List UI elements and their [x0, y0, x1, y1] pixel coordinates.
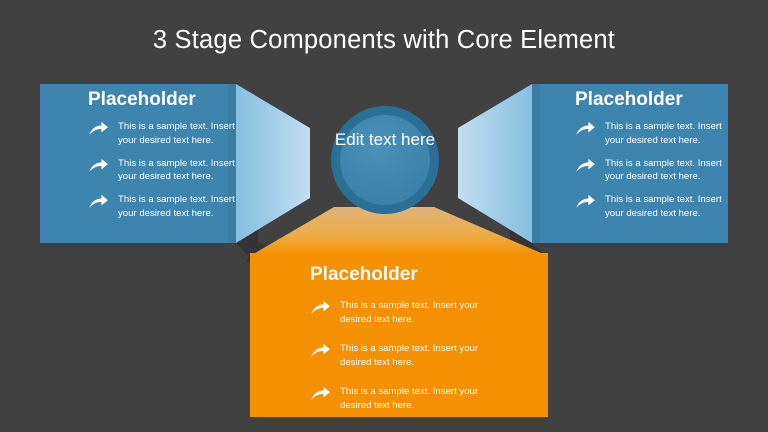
- bottom-panel-bullet-list: This is a sample text. Insert your desir…: [310, 299, 485, 413]
- list-item: This is a sample text. Insert your desir…: [88, 157, 238, 184]
- right-panel-heading: Placeholder: [575, 89, 683, 110]
- page-title: 3 Stage Components with Core Element: [152, 26, 616, 54]
- list-item-text: This is a sample text. Insert your desir…: [340, 343, 479, 368]
- list-item: This is a sample text. Insert your desir…: [88, 120, 238, 147]
- curved-arrow-icon: [310, 300, 331, 317]
- bottom-connector-funnel: [250, 207, 548, 256]
- right-panel-bullet-list: This is a sample text. Insert your desir…: [575, 120, 725, 221]
- list-item-text: This is a sample text. Insert your desir…: [605, 120, 722, 146]
- curved-arrow-icon: [310, 343, 331, 360]
- right-panel-shape[interactable]: [532, 84, 728, 243]
- list-item: This is a sample text. Insert your desir…: [310, 342, 485, 369]
- right-connector-funnel: [458, 84, 532, 243]
- left-panel-heading: Placeholder: [88, 89, 196, 110]
- list-item: This is a sample text. Insert your desir…: [310, 299, 485, 326]
- curved-arrow-icon: [310, 386, 331, 403]
- list-item-text: This is a sample text. Insert your desir…: [340, 386, 479, 411]
- left-panel-bullet-list: This is a sample text. Insert your desir…: [88, 120, 238, 221]
- list-item-text: This is a sample text. Insert your desir…: [605, 157, 722, 183]
- curved-arrow-icon: [88, 194, 109, 211]
- list-item-text: This is a sample text. Insert your desir…: [605, 194, 722, 219]
- left-panel-content: Placeholder This is a sample text. Inser…: [88, 89, 238, 230]
- list-item: This is a sample text. Insert your desir…: [575, 193, 725, 220]
- list-item: This is a sample text. Insert your desir…: [310, 385, 485, 412]
- curved-arrow-icon: [575, 194, 596, 211]
- right-panel-content: Placeholder This is a sample text. Inser…: [575, 89, 725, 230]
- list-item: This is a sample text. Insert your desir…: [575, 157, 725, 184]
- list-item: This is a sample text. Insert your desir…: [88, 193, 238, 220]
- core-circle[interactable]: [331, 106, 439, 214]
- curved-arrow-icon: [575, 158, 596, 175]
- left-panel-shape[interactable]: [40, 84, 236, 243]
- curved-arrow-icon: [88, 158, 109, 175]
- left-connector-funnel: [236, 84, 310, 243]
- bottom-panel-heading: Placeholder: [310, 264, 418, 285]
- list-item-text: This is a sample text. Insert your desir…: [118, 194, 235, 219]
- list-item: This is a sample text. Insert your desir…: [575, 120, 725, 147]
- bottom-panel-shape[interactable]: [250, 253, 548, 417]
- list-item-text: This is a sample text. Insert your desir…: [340, 299, 479, 325]
- curved-arrow-icon: [575, 121, 596, 138]
- core-circle-label: Edit text here: [334, 130, 436, 149]
- bottom-panel-content: Placeholder This is a sample text. Inser…: [310, 264, 485, 429]
- curved-arrow-icon: [88, 121, 109, 138]
- list-item-text: This is a sample text. Insert your desir…: [118, 157, 235, 183]
- list-item-text: This is a sample text. Insert your desir…: [118, 120, 235, 146]
